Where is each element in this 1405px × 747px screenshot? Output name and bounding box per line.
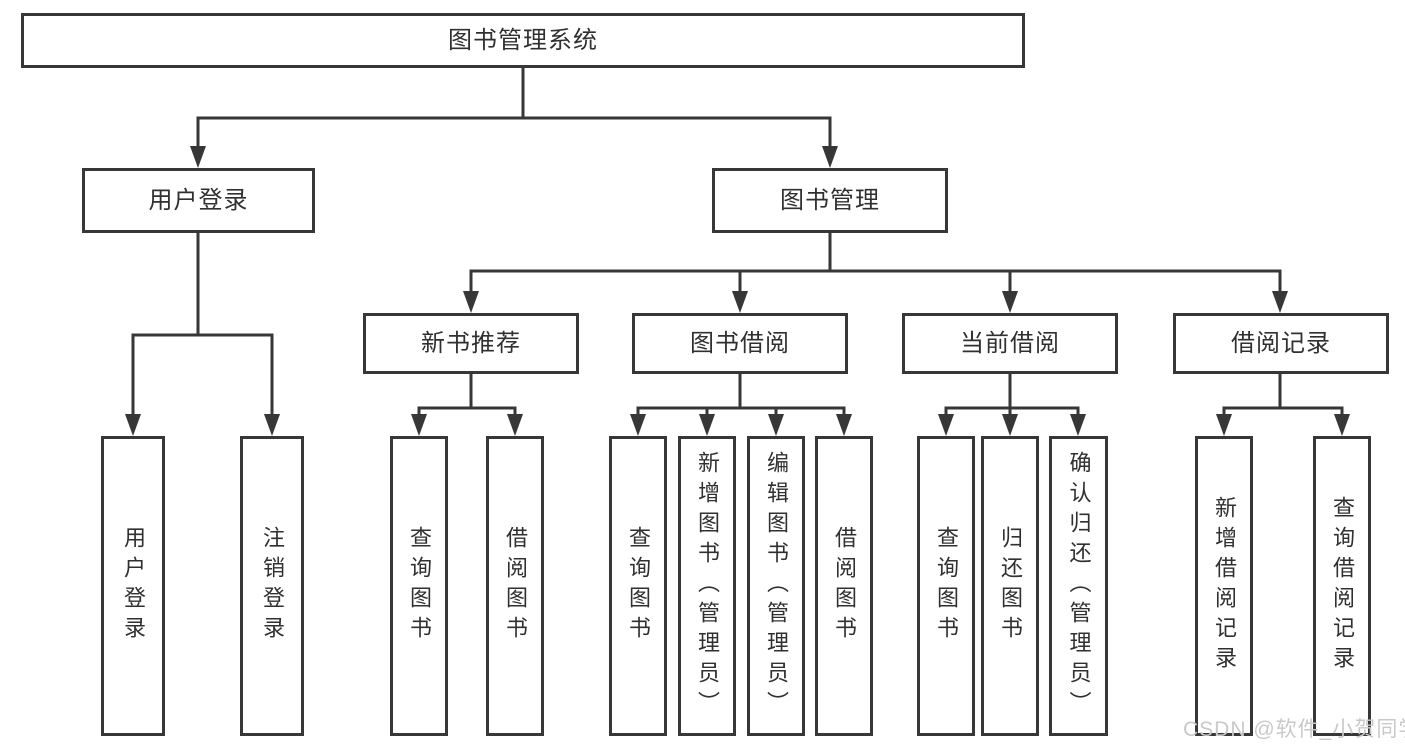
node-label: 注销登录 [260, 526, 285, 646]
connector-mgmt-to-groups [469, 231, 1282, 297]
node-label: 借阅图书 [503, 526, 528, 646]
node-new-book-recommend: 新书推荐 [363, 313, 579, 374]
arrowhead-icon [125, 414, 141, 436]
node-user-login-leaf: 用户登录 [101, 436, 165, 736]
node-add-books-admin: 新增图书（管理员） [678, 436, 736, 736]
node-library-system: 图书管理系统 [21, 13, 1025, 68]
node-label: 图书借阅 [690, 329, 790, 357]
node-label: 用户登录 [148, 186, 249, 214]
arrowhead-icon [938, 414, 954, 436]
node-user-login-branch: 用户登录 [82, 168, 315, 233]
node-label: 查询图书 [934, 526, 959, 646]
arrowhead-icon [190, 146, 206, 168]
node-query-books-recommend: 查询图书 [390, 436, 448, 736]
node-query-books-borrowing: 查询图书 [609, 436, 667, 736]
node-add-borrow-record: 新增借阅记录 [1195, 436, 1253, 736]
arrowhead-icon [463, 291, 479, 313]
connector-root-to-level2 [196, 66, 832, 152]
node-borrow-books-recommend: 借阅图书 [486, 436, 544, 736]
arrowhead-icon [768, 414, 784, 436]
node-label: 查询图书 [407, 526, 432, 646]
connector-borrowing-to-leaves [636, 372, 846, 420]
arrowhead-icon [1002, 414, 1018, 436]
arrowhead-icon [1272, 291, 1288, 313]
node-label: 借阅图书 [832, 526, 857, 646]
node-edit-books-admin: 编辑图书（管理员） [747, 436, 805, 736]
node-label: 图书管理 [780, 186, 880, 214]
node-label: 当前借阅 [960, 329, 1060, 357]
node-label: 查询借阅记录 [1330, 496, 1355, 676]
node-label: 借阅记录 [1231, 329, 1331, 357]
node-return-books: 归还图书 [981, 436, 1039, 736]
node-label: 归还图书 [998, 526, 1023, 646]
arrowhead-icon [1070, 414, 1086, 436]
arrowhead-icon [507, 414, 523, 436]
node-logout: 注销登录 [240, 436, 304, 736]
node-query-borrow-record: 查询借阅记录 [1313, 436, 1371, 736]
node-book-management: 图书管理 [712, 168, 948, 233]
node-label: 确认归还（管理员） [1066, 451, 1092, 721]
node-label: 新书推荐 [421, 329, 521, 357]
node-label: 查询图书 [626, 526, 651, 646]
arrowhead-icon [264, 414, 280, 436]
connector-login-to-leaves [131, 231, 274, 420]
arrowhead-icon [411, 414, 427, 436]
node-label: 编辑图书（管理员） [764, 451, 789, 721]
arrowhead-icon [1334, 414, 1350, 436]
node-current-borrowing: 当前借阅 [902, 313, 1118, 374]
arrowhead-icon [630, 414, 646, 436]
node-borrow-books-borrowing: 借阅图书 [815, 436, 873, 736]
arrowhead-icon [699, 414, 715, 436]
arrowhead-icon [1216, 414, 1232, 436]
node-label: 用户登录 [121, 526, 146, 646]
watermark: CSDN @软件_小贺同学 [1183, 718, 1405, 741]
node-book-borrowing: 图书借阅 [632, 313, 848, 374]
node-label: 新增图书（管理员） [695, 451, 720, 721]
node-borrowing-records: 借阅记录 [1173, 313, 1389, 374]
node-label: 图书管理系统 [448, 26, 598, 54]
connector-recommend-to-leaves [417, 372, 517, 420]
connector-records-to-leaves [1222, 372, 1344, 420]
node-query-books-current: 查询图书 [917, 436, 975, 736]
arrowhead-icon [822, 146, 838, 168]
node-confirm-return-admin: 确认归还（管理员） [1049, 436, 1108, 736]
arrowhead-icon [836, 414, 852, 436]
arrowhead-icon [1002, 291, 1018, 313]
connector-current-to-leaves [944, 372, 1080, 420]
arrowhead-icon [732, 291, 748, 313]
node-label: 新增借阅记录 [1212, 496, 1237, 676]
arrowheads [125, 146, 1350, 436]
